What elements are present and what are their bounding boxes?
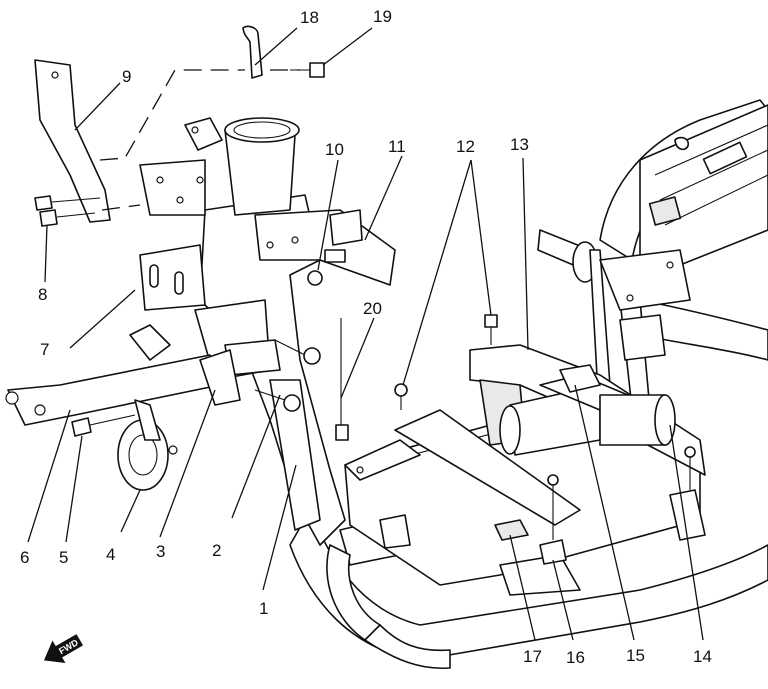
horn-4 xyxy=(117,399,178,491)
clip-18 xyxy=(242,25,263,79)
callout-15: 15 xyxy=(626,646,645,665)
bolt-5 xyxy=(71,414,136,437)
forward-arrow-icon: FWD xyxy=(43,634,84,664)
cable-tie-20 xyxy=(335,318,349,441)
spacer-16 xyxy=(539,474,567,565)
callout-20: 20 xyxy=(363,299,382,318)
callout-labels: 18 19 9 8 7 10 11 12 13 20 6 5 4 3 2 1 1… xyxy=(20,7,712,667)
bracket-15 xyxy=(559,364,601,393)
callout-2: 2 xyxy=(212,541,221,560)
steering-head-frame xyxy=(129,117,346,546)
front-crossmember-6 xyxy=(5,349,241,426)
pad-17 xyxy=(494,519,529,541)
callout-1: 1 xyxy=(259,599,268,618)
callout-18: 18 xyxy=(300,8,319,27)
callout-4: 4 xyxy=(106,545,115,564)
callout-9: 9 xyxy=(122,67,131,86)
callout-16: 16 xyxy=(566,648,585,667)
callout-11: 11 xyxy=(388,137,406,156)
callout-6: 6 xyxy=(20,548,29,567)
callout-3: 3 xyxy=(156,542,165,561)
callout-13: 13 xyxy=(510,135,529,154)
leader-lines xyxy=(27,27,704,641)
bracket-14 xyxy=(669,446,706,541)
callout-19: 19 xyxy=(373,7,392,26)
callout-8: 8 xyxy=(38,285,47,304)
bolts-12 xyxy=(394,314,498,410)
crossmember-13 xyxy=(469,344,706,476)
bolt-10 xyxy=(307,249,346,286)
bracket-11 xyxy=(254,209,396,286)
brace-bar-17 xyxy=(344,409,581,526)
screw-19 xyxy=(290,62,325,78)
callout-5: 5 xyxy=(59,548,68,567)
bolts-8 xyxy=(34,195,101,227)
callout-10: 10 xyxy=(325,140,344,159)
callout-7: 7 xyxy=(40,340,49,359)
callout-14: 14 xyxy=(693,647,712,666)
callout-12: 12 xyxy=(456,137,475,156)
assembly-lines xyxy=(99,69,300,211)
bolts-2-3 xyxy=(254,339,321,412)
bracket-9 xyxy=(34,59,111,223)
callout-17: 17 xyxy=(523,647,542,666)
